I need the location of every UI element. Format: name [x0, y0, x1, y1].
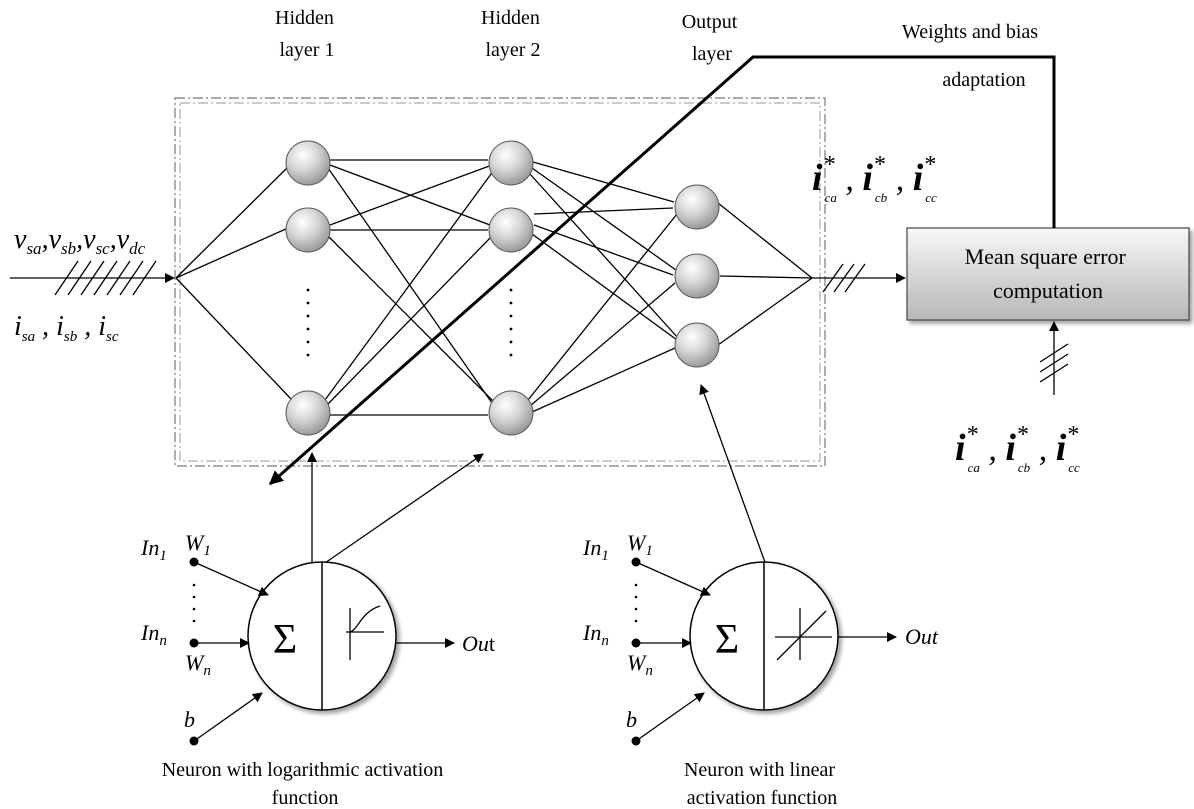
output-currents-label: i*ca , i*cb , i*cc: [812, 152, 937, 205]
neuron-to-layer-arrows: [307, 384, 767, 566]
linear-neuron-bias-label: b: [626, 707, 637, 732]
log-neuron-wn-label: Wn: [185, 650, 211, 679]
hidden-layer-1-label: Hidden layer 1: [275, 7, 339, 61]
linear-neuron: Σ: [631, 557, 897, 746]
adaptation-feedback-path: [268, 55, 1056, 486]
reference-current-bus: [1039, 321, 1069, 395]
network-connections: [175, 159, 813, 416]
hidden2-node: [488, 207, 534, 253]
reference-currents-label: i*ca , i*cb , i*cc: [955, 422, 1080, 475]
output-node: [674, 253, 720, 299]
linear-neuron-wn-label: Wn: [627, 650, 653, 679]
sum-symbol: Σ: [273, 617, 297, 663]
linear-neuron-caption: Neuron with linear activation function: [684, 759, 840, 809]
log-neuron-inn-label: Inn: [140, 620, 167, 649]
log-neuron: Σ: [189, 557, 455, 746]
log-neuron-caption: Neuron with logarithmic activation funct…: [162, 759, 449, 809]
log-neuron-bias-label: b: [184, 707, 195, 732]
linear-neuron-in1-label: In1: [582, 535, 609, 564]
hidden-layer-2-nodes: [488, 140, 534, 436]
mse-block-label: Mean square error computation: [965, 244, 1132, 303]
output-node: [674, 184, 720, 230]
linear-neuron-output-label: Out: [905, 624, 939, 649]
mse-block: Mean square error computation: [906, 227, 1190, 321]
linear-neuron-inn-label: Inn: [582, 620, 609, 649]
hidden2-node: [488, 390, 534, 436]
output-node: [674, 322, 720, 368]
feedback-label-line2: adaptation: [942, 69, 1025, 91]
hidden-layer-2-label: Hidden layer 2: [481, 7, 545, 61]
sum-symbol: Σ: [715, 617, 739, 663]
output-layer-nodes: [674, 184, 720, 368]
hidden1-node: [285, 390, 331, 436]
output-layer-label: Output layer: [682, 11, 743, 65]
linear-activation-icon: [775, 608, 832, 661]
hidden2-ellipsis: [509, 288, 513, 357]
log-neuron-in1-label: In1: [140, 535, 167, 564]
hidden1-node: [285, 207, 331, 253]
hidden1-node: [285, 140, 331, 186]
hidden1-ellipsis: [306, 288, 310, 357]
hidden2-node: [488, 140, 534, 186]
network-frame: [174, 97, 826, 467]
input-bus: [10, 260, 175, 296]
linear-neuron-w1-label: W1: [627, 530, 653, 559]
log-neuron-output-label: Out: [462, 631, 495, 656]
output-bus: [812, 263, 906, 293]
hidden-layer-1-nodes: [285, 140, 331, 436]
log-neuron-w1-label: W1: [185, 530, 211, 559]
voltage-inputs-label: vsa,vsb,vsc,vdc: [14, 224, 146, 258]
logarithmic-activation-icon: [346, 605, 384, 660]
current-inputs-label: isa , isb , isc: [14, 311, 119, 345]
feedback-label-line1: Weights and bias: [902, 21, 1038, 43]
